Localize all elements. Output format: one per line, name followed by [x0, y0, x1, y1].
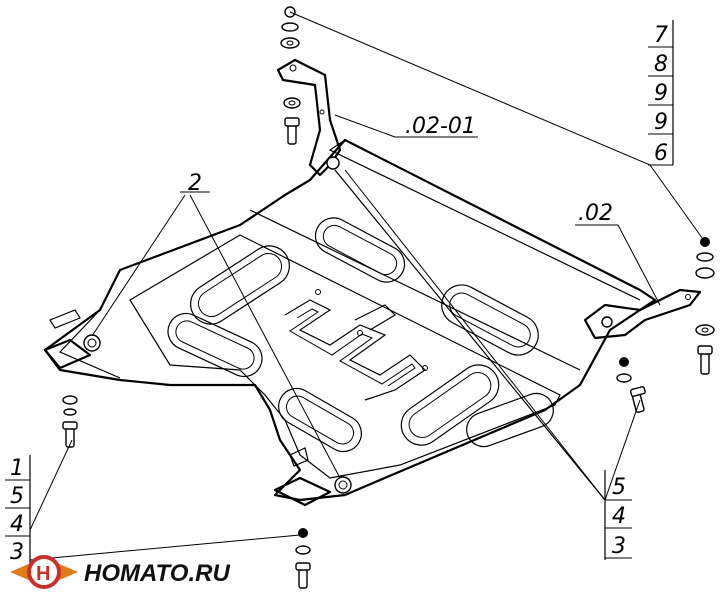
- stack-bottom-right: 5 4 3: [604, 470, 632, 560]
- stack-bl-1: 5: [10, 484, 24, 509]
- hardware-top: [280, 6, 301, 145]
- logo-text: HOMATO.RU: [84, 560, 230, 587]
- leader-lines: [29, 11, 706, 561]
- stack-tr-2: 9: [654, 81, 668, 106]
- stack-bl-2: 4: [10, 512, 24, 537]
- logo-ring-icon: [27, 555, 61, 589]
- hardware-right-bottom: [616, 357, 646, 413]
- hardware-left: [62, 395, 78, 448]
- bracket-02: [583, 288, 702, 340]
- label-bracket-02: .02: [578, 201, 613, 226]
- stack-bl-0: 1: [10, 456, 24, 481]
- stack-br-1: 4: [612, 504, 626, 529]
- oval-pockets: [167, 217, 554, 453]
- label-callout-2: 2: [188, 171, 202, 196]
- hardware-right: [695, 237, 715, 375]
- stack-br-2: 3: [612, 534, 626, 559]
- stack-bl-3: 3: [10, 540, 24, 565]
- skid-plate: [43, 138, 657, 502]
- label-bracket-02-01: .02-01: [405, 114, 476, 139]
- hardware-center: [295, 528, 311, 589]
- stack-tr-1: 8: [654, 52, 668, 77]
- stack-br-0: 5: [612, 475, 626, 500]
- bracket-left: [43, 309, 101, 370]
- brand-logo: H HOMATO.RU: [10, 555, 230, 589]
- bracket-bottom: [273, 447, 352, 507]
- bracket-02-01: [276, 58, 342, 177]
- logo-h-icon: H: [36, 563, 50, 585]
- stack-bottom-left: 1 5 4 3: [5, 455, 31, 565]
- stack-tr-4: 6: [654, 141, 668, 166]
- stack-tr-0: 7: [654, 23, 668, 48]
- stack-top-right: 7 8 9 9 6: [648, 20, 674, 166]
- stack-tr-3: 9: [654, 110, 668, 135]
